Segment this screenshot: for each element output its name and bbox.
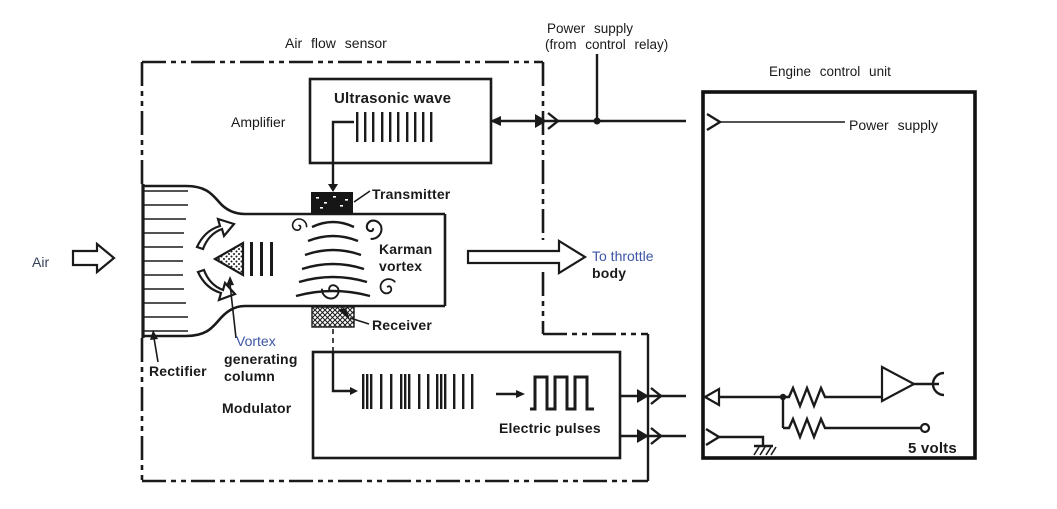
ultrasonic-wavefront-arcs-icon xyxy=(295,220,371,298)
vortex-column-triangle-icon xyxy=(212,241,245,277)
pulse-train-icon xyxy=(362,374,474,409)
connector-chevron-icon xyxy=(650,427,663,445)
vortex-spiral-icon xyxy=(365,219,383,241)
ecu-title: Engine control unit xyxy=(769,64,891,79)
power-supply-relay-label-line1: Power supply xyxy=(547,21,633,36)
power-supply-feed xyxy=(490,54,686,130)
resistor-icon xyxy=(783,415,920,441)
vortex-column-pointer-arrow xyxy=(226,276,237,339)
transmitter-block-icon xyxy=(311,192,353,213)
op-amp-icon xyxy=(880,365,917,403)
vortex-column-label-line1: Vortex xyxy=(236,333,276,349)
ecu-ground-pin-icon xyxy=(705,427,722,447)
air-label: Air xyxy=(32,254,49,270)
karman-vortex-field xyxy=(291,218,399,300)
to-throttle-label-line1: To throttle xyxy=(592,248,654,264)
amplifier-label: Amplifier xyxy=(231,114,286,130)
to-throttle-label-line2: body xyxy=(592,265,626,281)
vortex-column-label-line2: generating xyxy=(224,351,298,367)
resistor-icon xyxy=(783,384,882,410)
airflow-sensor-boundary xyxy=(140,60,650,483)
ground-icon xyxy=(753,444,777,456)
ultrasonic-wave-label: Ultrasonic wave xyxy=(334,90,451,107)
modulator-label: Modulator xyxy=(222,400,292,416)
connector-arrow-icon xyxy=(637,429,649,443)
rectifier-grid-icon xyxy=(144,190,188,332)
ground-lead-line xyxy=(719,435,765,446)
five-volts-label: 5 volts xyxy=(908,440,957,457)
square-wave-icon xyxy=(530,375,594,411)
connector-chevron-icon xyxy=(650,387,663,405)
rectifier-pointer-arrow xyxy=(150,330,159,363)
air-flow-arrow-icon xyxy=(71,241,116,275)
modulator-output-lines xyxy=(620,387,686,445)
ultrasonic-wave-ticks-icon xyxy=(356,112,433,142)
karman-vortex-label-line1: Karman xyxy=(379,241,432,257)
receiver-label: Receiver xyxy=(372,317,432,333)
rectifier-label: Rectifier xyxy=(149,363,207,379)
connector-arrow-icon xyxy=(535,114,547,128)
right-arrowhead-icon xyxy=(516,390,525,398)
down-arrowhead-icon xyxy=(328,184,338,192)
ecu-power-supply-label: Power supply xyxy=(849,117,938,133)
right-arrowhead-icon xyxy=(350,387,358,395)
electric-pulses-label: Electric pulses xyxy=(499,420,601,436)
output-terminal-squiggle-icon xyxy=(931,371,945,397)
modulator-box xyxy=(311,329,622,460)
air-duct xyxy=(141,184,447,338)
receiver-pointer-line xyxy=(349,317,370,325)
receiver-block-icon xyxy=(311,306,355,328)
vortex-column-label-line3: column xyxy=(224,368,275,384)
curved-flow-arrow-up-icon xyxy=(195,217,236,251)
diagram-title: Air flow sensor xyxy=(285,35,387,51)
throttle-flow-arrow-icon xyxy=(466,239,588,275)
ecu-circuit xyxy=(702,112,945,456)
duct-bottom-edge xyxy=(143,304,445,338)
vortex-spiral-icon xyxy=(291,218,308,231)
karman-vortex-label-line2: vortex xyxy=(379,258,422,274)
power-supply-relay-label-line2: (from control relay) xyxy=(545,37,668,52)
connector-arrow-icon xyxy=(637,389,649,403)
five-volt-terminal-icon xyxy=(919,422,931,434)
transmitter-pointer-line xyxy=(353,190,371,203)
amplifier-to-transmitter-line xyxy=(331,120,354,186)
modulator-input-line xyxy=(331,351,350,393)
ecu-power-pin-icon xyxy=(706,112,723,132)
duct-top-edge xyxy=(143,184,445,216)
vortex-spiral-icon xyxy=(376,274,399,297)
left-arrowhead-icon xyxy=(490,116,501,126)
ecu-signal-pin-icon xyxy=(702,387,721,407)
engine-control-unit-box xyxy=(701,90,977,460)
vortex-generating-column xyxy=(212,241,273,277)
connector-chevron-icon xyxy=(547,112,560,130)
transmitter-label: Transmitter xyxy=(372,186,451,202)
